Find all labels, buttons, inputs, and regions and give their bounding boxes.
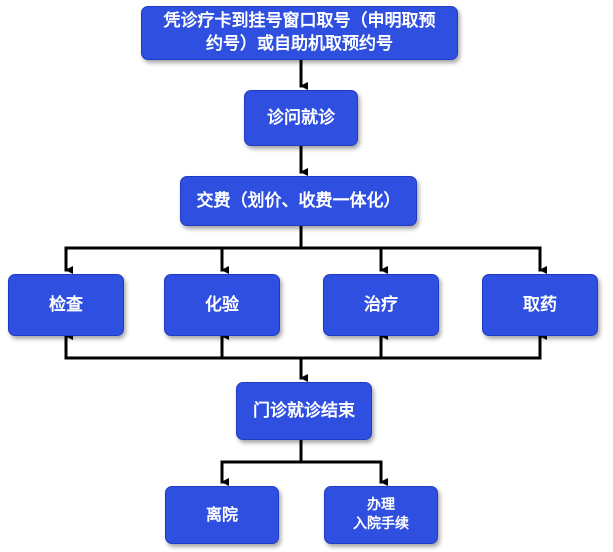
payment-step-label: 交费（划价、收费一体化） <box>196 190 401 211</box>
exam-step-box: 检查 <box>8 274 124 336</box>
registration-step-line-2: 约号）或自助机取预约号 <box>206 34 393 54</box>
lab-step-box: 化验 <box>164 274 280 336</box>
exam-step-label: 检查 <box>49 294 83 315</box>
lab-step-label: 化验 <box>205 294 239 315</box>
leave-step-box: 离院 <box>165 486 279 544</box>
admit-step-line-2: 入院手续 <box>353 516 409 532</box>
pharmacy-step-box: 取药 <box>482 274 598 336</box>
registration-step-line-1: 凭诊疗卡到挂号窗口取号（申明取预 <box>163 11 436 32</box>
end-step-box: 门诊就诊结束 <box>236 382 372 440</box>
end-step-label: 门诊就诊结束 <box>253 400 355 421</box>
pharmacy-step-label: 取药 <box>523 294 557 315</box>
consultation-step-box: 诊问就诊 <box>244 90 358 146</box>
leave-step-label: 离院 <box>205 505 238 525</box>
payment-step-box: 交费（划价、收费一体化） <box>180 176 417 226</box>
treatment-step-box: 治疗 <box>323 274 439 336</box>
treatment-step-label: 治疗 <box>364 294 398 315</box>
registration-step-box: 凭诊疗卡到挂号窗口取号（申明取预 约号）或自助机取预约号 <box>141 6 458 60</box>
consultation-step-label: 诊问就诊 <box>267 107 335 128</box>
admit-step-box: 办理 入院手续 <box>324 486 438 544</box>
admit-step-line-1: 办理 <box>367 497 395 514</box>
